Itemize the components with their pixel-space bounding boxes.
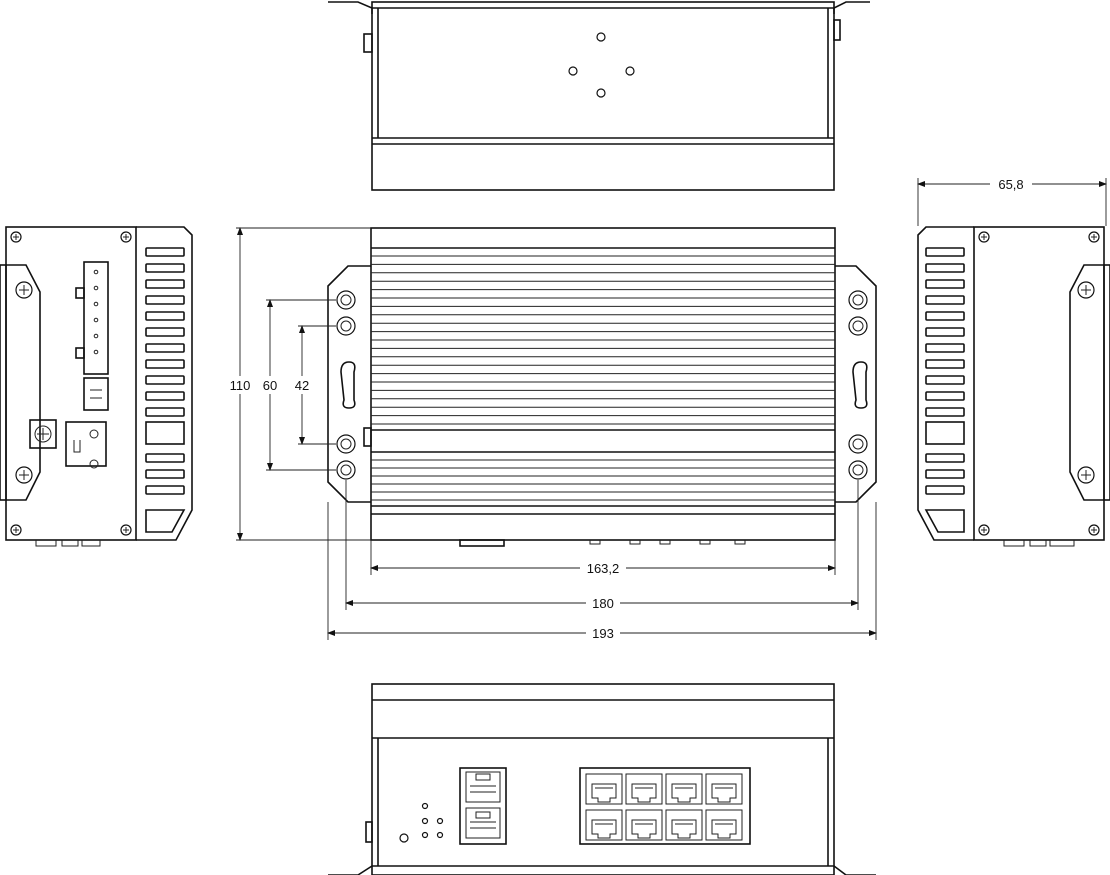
right-side-view <box>917 226 1110 547</box>
dim-depth: 65,8 <box>998 177 1023 192</box>
left-side-view <box>0 226 193 547</box>
dim-height-total: 110 <box>230 378 251 393</box>
bottom-view <box>328 683 876 875</box>
dimension-lines: 110 60 42 163,2 180 193 65,8 <box>224 176 1107 641</box>
top-view <box>328 1 870 191</box>
dim-width-heatsink: 163,2 <box>587 561 620 576</box>
dim-width-total: 193 <box>592 626 614 641</box>
dim-width-mount-holes: 180 <box>592 596 614 611</box>
dim-hole-spacing-inner: 42 <box>295 378 309 393</box>
dim-hole-spacing-outer: 60 <box>263 378 277 393</box>
front-view <box>327 227 877 547</box>
